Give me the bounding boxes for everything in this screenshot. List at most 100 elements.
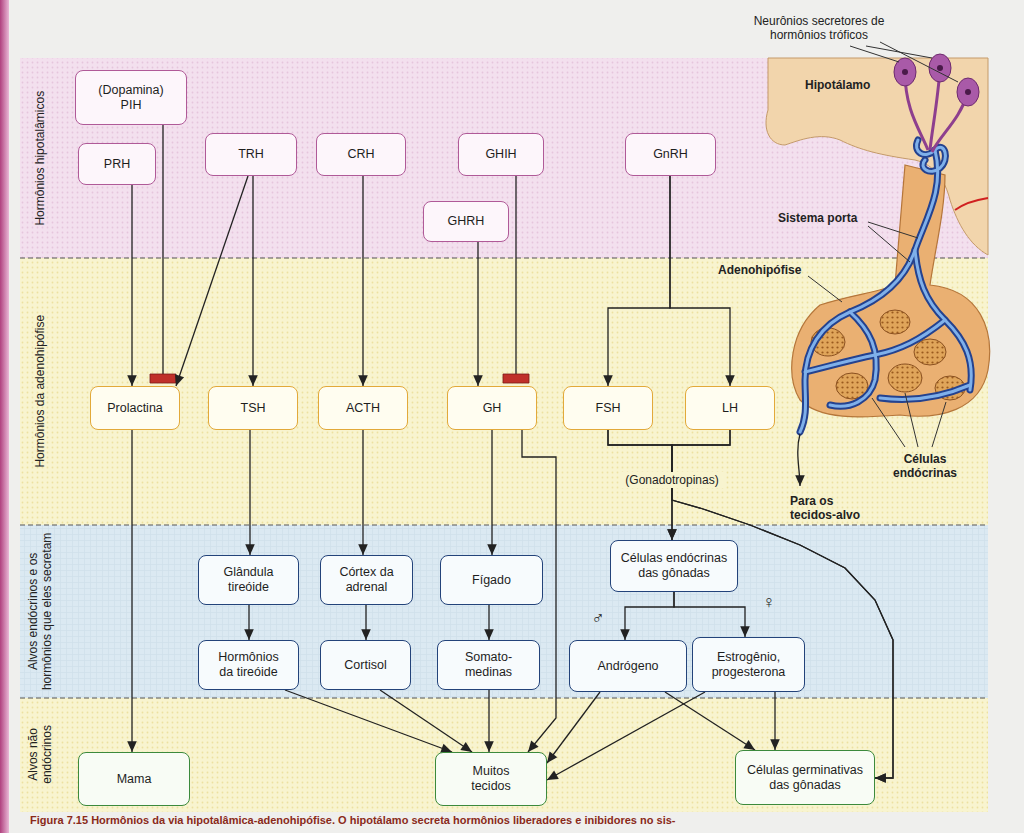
box-text: Hormônios da tireóide [216,650,282,680]
hypothalamic-hormone-box: PRH [78,143,156,185]
band-label: Hormônios hipotalâmicos [33,63,47,253]
box-text: FSH [596,401,621,416]
arrow-connector [547,692,600,763]
box-text: GnRH [653,147,688,162]
neuron-nucleus [937,65,943,71]
artery [955,198,988,210]
band-label: Alvos endócrinos e os hormônios que eles… [26,528,55,693]
neuron-body [957,78,979,106]
nonendocrine-target-box: Células germinativas das gônadas [735,750,875,805]
nonendocrine-target-box: Mama [78,752,190,806]
leader-line [868,222,918,238]
endocrine-target-box: Cortisol [320,640,411,690]
endocrine-target-box: Somato- medinas [437,640,540,690]
arrow-connector [547,692,705,780]
endocrine-cell [888,364,922,392]
neuron-nucleus [902,69,908,75]
nonendocrine-target-box: Muitos tecidos [435,752,547,806]
arrow-connector [491,430,492,555]
box-text: Mama [117,772,152,787]
box-text: TSH [241,401,266,416]
to-target-arrow [798,434,800,486]
leader-line [880,42,958,82]
leader-lines [808,42,958,447]
endocrine-target-box: Glândula tireóide [198,555,299,605]
divider-line [20,525,988,526]
box-text: Muitos tecidos [463,764,519,794]
box-text: GHIH [485,147,516,162]
arrow-connector [252,176,253,386]
box-text: TRH [238,147,264,162]
arrow-connector [380,690,472,752]
hypothalamic-hormone-box: GHIH [458,133,544,176]
arrow-connector [365,605,366,640]
pituitary-hormone-box: GH [447,386,537,430]
part-label: Hipotálamo [805,78,883,92]
arrow-connector [488,605,489,640]
arrow-connector [362,430,363,555]
leader-line [932,402,946,447]
part-label: Células endócrinas [884,452,966,481]
arrow-connector [625,592,674,640]
endocrine-target-box: Células endócrinas das gônadas [610,540,738,592]
box-text: GHRH [448,214,485,229]
band-label: Hormônios da adenohipófise [33,264,47,519]
neuron-body [894,58,916,86]
callout-label: Neurônios secretores de hormônios trófic… [748,14,890,43]
neuron-nucleus [965,89,971,95]
arrow-connector [674,592,745,637]
box-text: Estrogênio, progesterona [704,650,794,680]
endocrine-cell [880,310,910,334]
arrow-label: Para os tecidos-alvo [790,494,868,523]
part-label: Sistema porta [778,211,870,225]
arrow-connector [176,176,248,386]
arrow-connector [248,605,249,640]
hypothalamus-shape [766,58,988,255]
divider-line [20,698,988,699]
hypothalamic-hormone-box: CRH [316,133,406,176]
arrow-connector [477,242,478,386]
group-label: (Gonadotropinas) [620,472,724,488]
inhibition-connector [162,125,163,374]
leader-line [872,398,905,447]
arrow-connector [131,185,132,386]
sex-symbol: ♀ [758,592,780,614]
endocrine-target-box: Córtex da adrenal [320,555,413,605]
neuron-body [929,54,951,82]
band-label: Alvos não endócrinos [26,701,55,806]
hypothalamic-hormone-box: TRH [205,133,297,176]
vessel-outline [800,140,971,432]
arrow-connector [362,176,363,386]
endocrine-target-box: Fígado [440,555,543,605]
box-text: PRH [104,157,130,172]
hypothalamic-hormone-box: (Dopamina) PIH [75,70,187,125]
box-text: Células germinativas das gônadas [740,763,870,793]
band-endocrine-targets [20,525,988,698]
page-edge-stripe [0,0,9,833]
hypothalamic-hormone-box: GnRH [625,133,716,176]
neurons [894,54,979,106]
sex-symbol: ♂ [587,608,609,630]
arrow-connector [608,176,670,386]
box-text: ACTH [346,401,380,416]
leader-line [868,226,910,262]
box-text: Prolactina [107,401,163,416]
divider-line [20,258,988,259]
box-text: CRH [347,147,374,162]
arrow-connector [670,176,730,386]
arrow-connector [774,692,775,750]
box-text: Cortisol [344,658,386,673]
arrow-connector [249,430,250,555]
box-text: Andrógeno [597,659,658,674]
band-nonendocrine-targets [20,698,988,812]
endocrine-target-box: Andrógeno [569,640,687,692]
arrow-connector [131,430,132,752]
arrow-connector [608,430,893,778]
endocrine-cell [914,339,946,365]
box-text: Glândula tireóide [209,565,289,595]
leader-line [905,393,918,447]
inhibition-connector [515,176,516,374]
pituitary-hormone-box: LH [685,386,775,430]
vessel-lumen [800,140,971,432]
